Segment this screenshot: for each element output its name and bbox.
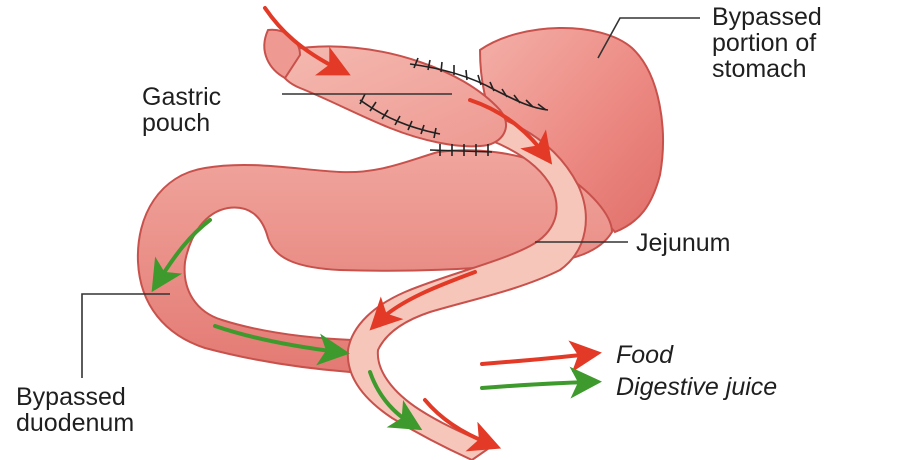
label-bypassed-portion-of-stomach: Bypassed portion of stomach bbox=[712, 4, 822, 82]
label-jejunum: Jejunum bbox=[636, 230, 731, 256]
legend-juice-arrow bbox=[482, 382, 590, 388]
label-bypassed-duodenum: Bypassed duodenum bbox=[16, 384, 134, 436]
legend-food-arrow bbox=[482, 354, 590, 364]
gastric-pouch-shape bbox=[279, 46, 506, 146]
legend-food-label: Food bbox=[616, 342, 673, 368]
legend-arrows bbox=[482, 354, 590, 388]
legend-digestive-juice-label: Digestive juice bbox=[616, 374, 777, 400]
label-gastric-pouch: Gastric pouch bbox=[142, 84, 221, 136]
